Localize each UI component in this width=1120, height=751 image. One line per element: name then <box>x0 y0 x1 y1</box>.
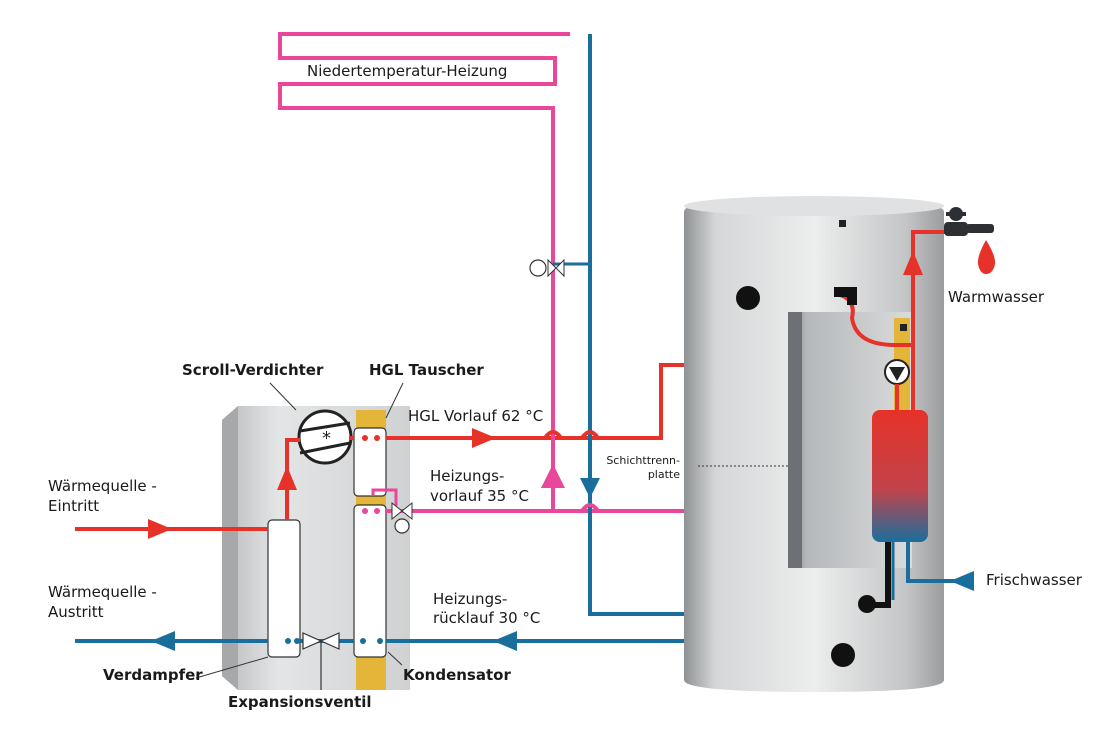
label-expansionsventil: Expansionsventil <box>228 693 372 711</box>
label-heizungsruecklauf-line1: Heizungs- <box>433 590 508 608</box>
label-frischwasser: Frischwasser <box>986 571 1082 589</box>
label-kondensator: Kondensator <box>403 666 511 684</box>
label-heizungsvorlauf-line2: vorlauf 35 °C <box>430 487 529 505</box>
label-verdampfer: Verdampfer <box>103 666 203 684</box>
hgl-exchanger <box>353 427 387 497</box>
pipe-heizungsvorlauf <box>371 488 684 513</box>
pipe-hgl-vorlauf <box>386 363 684 448</box>
pipe-refrigerant-hot <box>277 436 354 520</box>
plate-heat-exchanger <box>872 410 928 542</box>
pipe-frischwasser-in <box>906 542 974 591</box>
label-waermequelle-eintritt-line2: Eintritt <box>48 497 100 515</box>
label-schichttrennplatte-line1: Schichttrenn- <box>606 454 680 467</box>
label-waermequelle-austritt-line1: Wärmequelle - <box>48 583 157 601</box>
label-heizungsruecklauf-line2: rücklauf 30 °C <box>433 609 541 627</box>
compressor: * <box>297 409 353 465</box>
pipe-heat-source-outlet <box>75 631 268 651</box>
water-drop-icon <box>977 240 996 274</box>
evaporator <box>267 519 301 658</box>
label-heizungsvorlauf-line1: Heizungs- <box>430 467 505 485</box>
label-warmwasser: Warmwasser <box>948 288 1045 306</box>
label-waermequelle-austritt-line2: Austritt <box>48 603 104 621</box>
station-inlet-elbow <box>834 287 857 305</box>
pipe-junction-dots <box>285 638 383 644</box>
pipe-warmwater-out <box>895 230 946 418</box>
pipe-heat-source-inlet <box>75 519 268 539</box>
pipe-crossings <box>543 430 600 513</box>
label-schichttrennplatte-line2: platte <box>647 468 680 481</box>
expansion-valve <box>302 632 340 690</box>
label-hgl-vorlauf: HGL Vorlauf 62 °C <box>408 407 544 425</box>
tank-connection-ports <box>736 286 876 667</box>
mixing-valve-lower <box>391 501 413 534</box>
label-niedertemperatur: Niedertemperatur-Heizung <box>307 62 508 80</box>
tank-logo <box>839 220 846 227</box>
pipe-junction-dots-hot <box>362 435 380 441</box>
condenser <box>353 504 387 658</box>
pipe-heizungsruecklauf <box>386 631 684 651</box>
label-hgl-tauscher: HGL Tauscher <box>369 361 484 379</box>
mixing-valve-upper <box>529 258 565 278</box>
label-scroll-verdichter: Scroll-Verdichter <box>182 361 324 379</box>
pipe-junction-dots-floor <box>362 508 380 514</box>
faucet-icon <box>944 207 994 236</box>
pipe-floor-heating-loop <box>278 32 684 616</box>
label-waermequelle-eintritt-line1: Wärmequelle - <box>48 477 157 495</box>
leader-lines <box>195 382 404 679</box>
circulation-pump <box>884 359 910 385</box>
pipe-station-return <box>868 542 895 608</box>
svg-text:*: * <box>322 428 331 449</box>
